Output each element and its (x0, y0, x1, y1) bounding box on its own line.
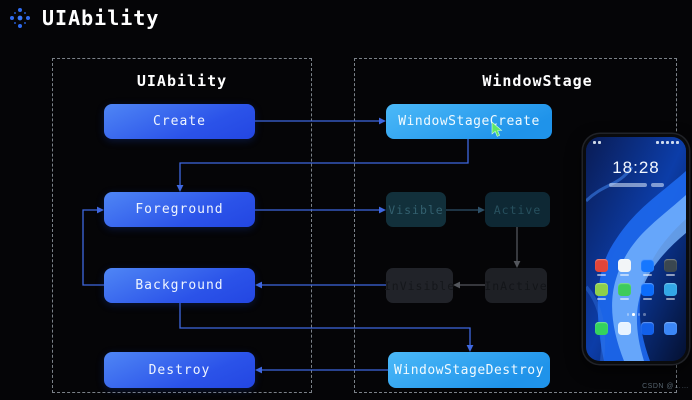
node-create[interactable]: Create (104, 104, 255, 139)
node-inactive: InActive (484, 268, 547, 303)
watermark: CSDN @…… (642, 383, 689, 390)
node-destroy[interactable]: Destroy (104, 352, 255, 388)
app-icon (664, 283, 677, 300)
phone-clock: 18:28 (612, 158, 660, 177)
node-background[interactable]: Background (104, 268, 255, 303)
app-icon (618, 322, 631, 335)
app-icon (618, 259, 631, 276)
app-icon (664, 322, 677, 335)
app-icon (595, 259, 608, 276)
panel-uiability-title: UIAbility (136, 72, 228, 90)
app-icon (641, 322, 654, 335)
phone-date-line (586, 183, 686, 187)
node-windowstage-create[interactable]: WindowStageCreate (386, 104, 552, 139)
phone-screen: 18:28 (586, 137, 686, 361)
node-foreground[interactable]: Foreground (104, 192, 255, 227)
app-icon (641, 283, 654, 300)
uiability-dots-icon (10, 8, 30, 28)
app-icon (595, 322, 608, 335)
app-icon (595, 283, 608, 300)
page-header: UIAbility (7, 5, 159, 31)
app-icon (664, 259, 677, 276)
phone-page-dots (586, 313, 686, 316)
phone-app-grid (586, 259, 686, 300)
phone-mockup: 18:28 (583, 134, 689, 364)
node-invisible: InVisible (384, 268, 454, 303)
app-icon (641, 259, 654, 276)
page-title: UIAbility (42, 6, 160, 30)
panel-uiability: UIAbility (52, 58, 312, 393)
node-visible: Visible (386, 192, 446, 227)
panel-windowstage-title: WindowStage (482, 72, 593, 90)
app-icon (618, 283, 631, 300)
node-windowstage-destroy[interactable]: WindowStageDestroy (388, 352, 550, 388)
node-active: Active (485, 192, 550, 227)
phone-dock (586, 322, 686, 335)
phone-status-bar (593, 141, 679, 144)
